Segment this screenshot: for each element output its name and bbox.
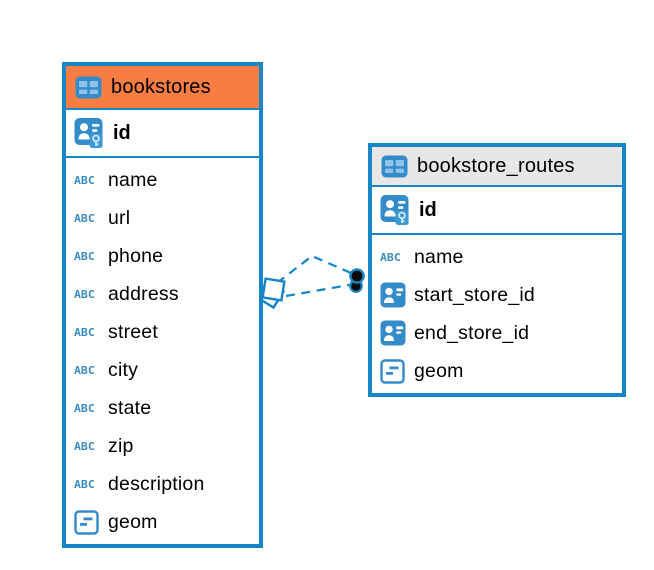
column-row[interactable]: geom xyxy=(372,352,622,390)
text-type-icon: ABC xyxy=(74,287,95,301)
column-name: end_store_id xyxy=(414,321,530,344)
text-type-icon: ABC xyxy=(74,439,95,453)
entity-table-bookstore-routes[interactable]: bookstore_routes id ABC xyxy=(368,143,626,397)
column-name: name xyxy=(414,245,464,268)
bookstore-routes-header[interactable]: bookstore_routes xyxy=(372,147,622,187)
reference-type-icon xyxy=(380,282,414,308)
geometry-type-icon xyxy=(380,358,414,384)
column-row[interactable]: end_store_id xyxy=(372,314,622,352)
text-type-icon: ABC xyxy=(74,249,95,263)
column-name: address xyxy=(108,282,179,305)
column-row[interactable]: ABC description xyxy=(66,465,259,503)
text-type-icon: ABC xyxy=(74,363,95,377)
relationship-line-1[interactable] xyxy=(276,254,352,284)
primary-key-icon xyxy=(380,194,410,226)
bookstores-columns: ABC name ABC url ABC phone ABC address A… xyxy=(66,158,259,541)
primary-key-icon xyxy=(74,117,104,149)
text-type-icon: ABC xyxy=(74,211,95,225)
column-row[interactable]: ABC phone xyxy=(66,237,259,275)
column-row[interactable]: ABC name xyxy=(372,238,622,276)
text-type-icon: ABC xyxy=(74,401,95,415)
column-name: description xyxy=(108,472,205,495)
table-title: bookstores xyxy=(111,75,211,98)
column-row[interactable]: ABC url xyxy=(66,199,259,237)
table-icon xyxy=(381,155,408,178)
diamond-end-decoration[interactable] xyxy=(255,277,286,310)
column-row[interactable]: ABC name xyxy=(66,161,259,199)
primary-key-label: id xyxy=(419,198,437,221)
bookstores-header[interactable]: bookstores xyxy=(66,66,259,110)
entity-table-bookstores[interactable]: bookstores id ABC xyxy=(62,62,263,548)
column-row[interactable]: ABC state xyxy=(66,389,259,427)
column-row[interactable]: geom xyxy=(66,503,259,541)
column-name: geom xyxy=(108,510,158,533)
column-name: zip xyxy=(108,434,134,457)
column-row[interactable]: ABC zip xyxy=(66,427,259,465)
column-row[interactable]: ABC city xyxy=(66,351,259,389)
column-name: state xyxy=(108,396,152,419)
relationship-line-2[interactable] xyxy=(285,283,350,298)
bookstore-routes-columns: ABC name start_store_id xyxy=(372,235,622,390)
column-name: street xyxy=(108,320,158,343)
column-name: start_store_id xyxy=(414,283,535,306)
column-row[interactable]: ABC address xyxy=(66,275,259,313)
text-type-icon: ABC xyxy=(74,477,95,491)
circle-end-decoration[interactable] xyxy=(349,268,365,293)
reference-type-icon xyxy=(380,320,414,346)
text-type-icon: ABC xyxy=(74,173,95,187)
column-name: url xyxy=(108,206,131,229)
table-title: bookstore_routes xyxy=(417,154,575,177)
column-name: city xyxy=(108,358,139,381)
column-row[interactable]: start_store_id xyxy=(372,276,622,314)
text-type-icon: ABC xyxy=(380,250,401,264)
column-name: geom xyxy=(414,359,464,382)
primary-key-label: id xyxy=(113,121,131,144)
text-type-icon: ABC xyxy=(74,325,95,339)
column-row-pk[interactable]: id xyxy=(372,187,622,235)
table-icon xyxy=(75,76,102,99)
column-row-pk[interactable]: id xyxy=(66,110,259,158)
geometry-type-icon xyxy=(74,509,108,535)
column-row[interactable]: ABC street xyxy=(66,313,259,351)
column-name: name xyxy=(108,168,158,191)
column-name: phone xyxy=(108,244,164,267)
